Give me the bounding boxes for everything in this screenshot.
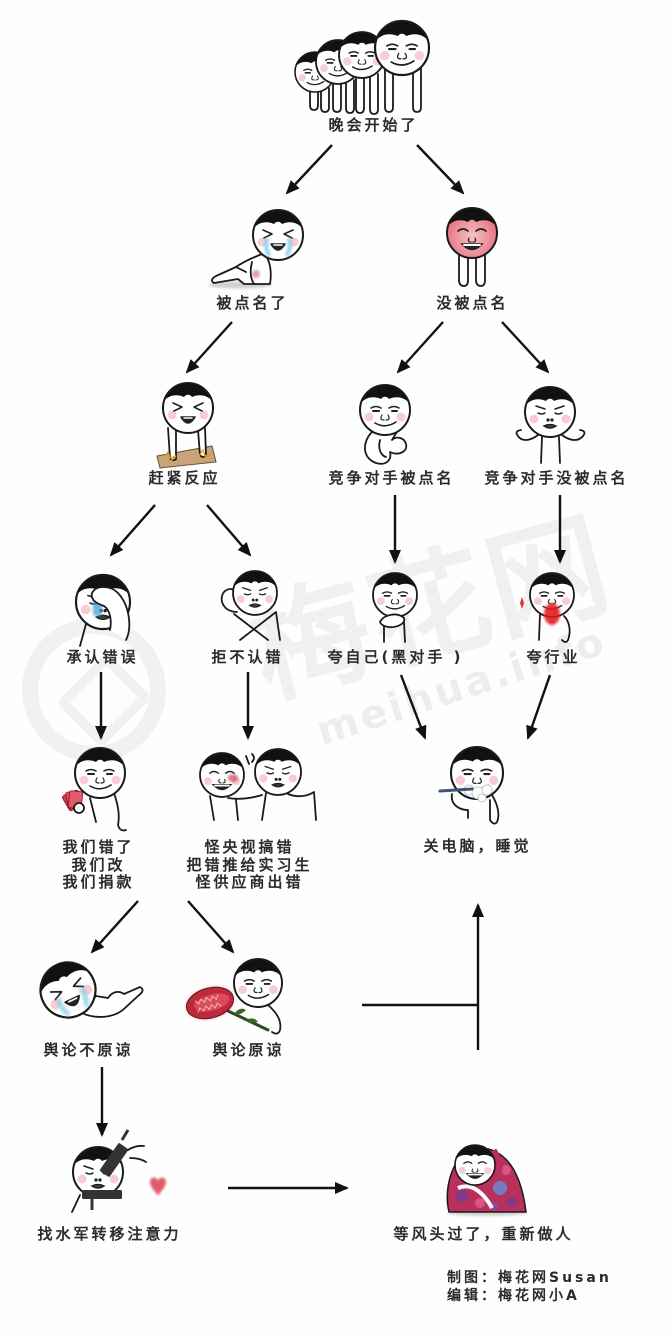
face-brushing-teeth-icon: [438, 744, 505, 825]
credit-editor-value: 梅花网小A: [498, 1288, 580, 1304]
label-line: 把错推给实习生: [186, 855, 313, 874]
node-react-quickly-label: 赶紧反应: [148, 469, 221, 487]
label-line: 怪供应商出错: [195, 873, 304, 891]
node-apologize-label: 我们错了 我们改 我们捐款: [59, 838, 135, 892]
node-lie-low-label: 等风头过了，重新做人: [393, 1225, 574, 1243]
label-line: 怪央视搞错: [204, 838, 295, 856]
panicking-face-slamming-table-icon: [156, 380, 217, 469]
node-rival-not-called-out-label: 竞争对手没被点名: [484, 469, 629, 487]
face-holding-money-icon: [62, 745, 127, 832]
credits: 制图：梅花网Susan 编辑：梅花网小A: [447, 1269, 612, 1305]
node-shutdown-sleep-label: 关电脑，睡觉: [423, 837, 532, 855]
crying-crawling-face-icon: [208, 207, 305, 289]
two-faces-shoving-icon: [198, 746, 317, 821]
arrow-praise-self-to-shutdown-sleep: [399, 674, 427, 740]
node-admit-mistake-label: 承认错误: [66, 648, 139, 666]
crying-lying-face-icon: [28, 950, 144, 1028]
credit-design-key: 制图：: [447, 1270, 498, 1286]
node-public-unforgiving-label: 舆论不原谅: [43, 1041, 134, 1059]
node-party-start-label: 晚会开始了: [328, 116, 419, 134]
label-line: 我们捐款: [62, 873, 135, 891]
node-public-forgives-label: 舆论原谅: [212, 1041, 285, 1059]
arrow-react-quickly-to-admit-mistake: [109, 504, 156, 557]
node-blame-others-label: 怪央视搞错 把错推给实习生 怪供应商出错: [183, 838, 313, 892]
node-praise-self-label: 夸自己(黑对手 ): [327, 648, 464, 666]
arrow-called-out-to-react-quickly: [185, 321, 233, 374]
label-line: 我们错了: [62, 838, 135, 856]
flow-arrows: [90, 144, 566, 1194]
node-rival-called-out-label: 竞争对手被点名: [328, 469, 455, 487]
face-spitting-blood-icon: [520, 570, 576, 643]
arrow-apologize-to-public-unforgiving: [90, 900, 139, 954]
credit-editor-key: 编辑：: [447, 1288, 498, 1304]
node-deny-mistake-label: 拒不认错: [211, 648, 284, 666]
arrow-react-quickly-to-deny-mistake: [206, 504, 252, 557]
face-covering-tears-icon: [74, 572, 132, 647]
arrow-not-called-out-to-rival-called-out: [396, 321, 444, 374]
arrow-not-called-out-to-rival-not-called-out: [501, 321, 550, 374]
node-praise-industry-label: 夸行业: [526, 648, 581, 666]
arrow-praise-industry-to-shutdown-sleep: [526, 674, 552, 740]
arrow-party-start-to-called-out: [285, 144, 333, 195]
node-hire-trolls-label: 找水军转移注意力: [37, 1225, 182, 1243]
smug-hands-clasped-face-icon: [371, 570, 419, 643]
face-with-piranha-flower-icon: [185, 956, 284, 1035]
node-called-out-label: 被点名了: [216, 294, 289, 312]
face-with-walkie-talkies-icon: [71, 1129, 166, 1213]
arrow-party-start-to-not-called-out: [416, 144, 465, 195]
gloating-sitting-face-icon: [358, 382, 412, 465]
node-not-called-out-label: 没被点名: [436, 294, 509, 312]
label-line: 我们改: [71, 855, 126, 874]
shrugging-face-icon: [515, 384, 586, 464]
face-wrapped-in-blanket-icon: [446, 1143, 527, 1216]
arrow-apologize-to-public-forgives: [187, 900, 235, 954]
crowd-of-faces-icon: [293, 18, 431, 115]
credit-design-value: 梅花网Susan: [498, 1270, 612, 1286]
blushing-grinning-face-icon: [446, 207, 498, 287]
credit-design: 制图：梅花网Susan: [447, 1269, 612, 1287]
arms-crossed-face-icon: [220, 568, 281, 641]
credit-editor: 编辑：梅花网小A: [447, 1287, 612, 1305]
